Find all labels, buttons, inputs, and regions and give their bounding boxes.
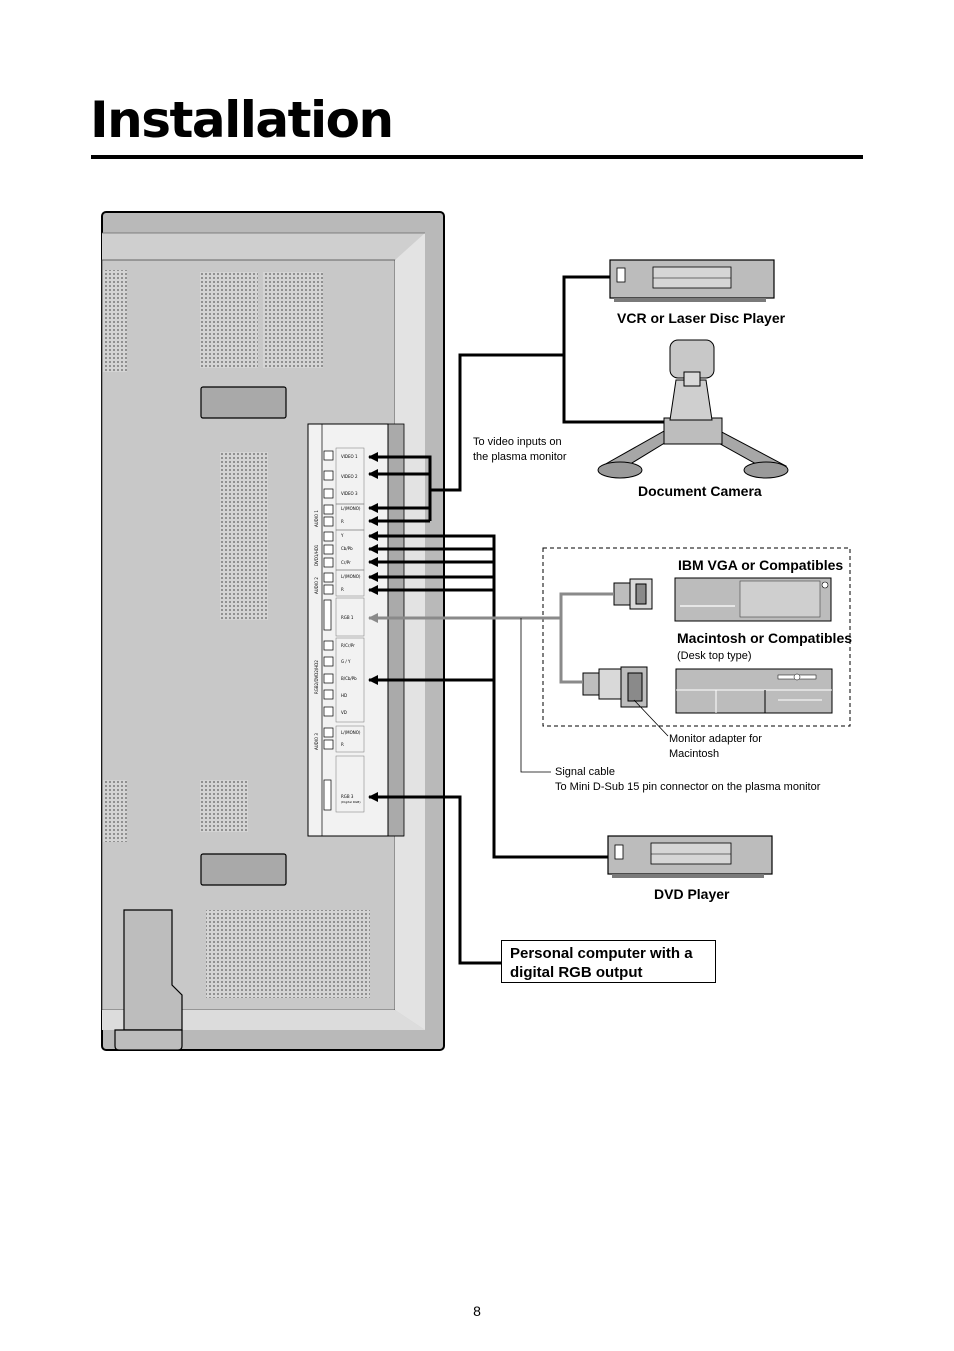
port-video3: VIDEO 3	[341, 491, 358, 496]
mac-sub-label: (Desk top type)	[677, 650, 752, 662]
port-audio2-r: R	[341, 587, 344, 592]
signal-line1: Signal cable	[555, 766, 615, 778]
digital-rgb-pc-label: Personal computer with a digital RGB out…	[501, 940, 716, 983]
group-rgb2: RGB2/DVD2/HD2	[314, 660, 319, 694]
port-video1: VIDEO 1	[341, 454, 358, 459]
port-audio1-l: L/(MONO)	[341, 506, 361, 511]
cables	[368, 275, 669, 965]
ibm-pc-device	[674, 577, 832, 622]
video-inputs-line2: the plasma monitor	[473, 451, 567, 463]
dvd-device	[607, 835, 773, 878]
port-audio2-l: L/(MONO)	[341, 574, 361, 579]
port-rgb3: RGB 3	[341, 794, 354, 799]
signal-cable-note: Signal cable To Mini D-Sub 15 pin connec…	[555, 765, 820, 795]
group-dvd1: DVD1/HD1	[314, 544, 319, 566]
port-audio3-r: R	[341, 742, 344, 747]
group-audio1: AUDIO 1	[314, 510, 319, 527]
video-inputs-line1: To video inputs on	[473, 436, 562, 448]
adapter-line2: Macintosh	[669, 748, 720, 760]
computer-group	[542, 547, 851, 727]
port-audio1-r: R	[341, 519, 344, 524]
mac-label: Macintosh or Compatibles	[677, 630, 853, 646]
page-title: Installation	[90, 91, 394, 149]
port-cr: Cr/Pr	[341, 560, 351, 565]
port-rgb3-sub: (Digital RGB)	[341, 800, 361, 804]
pc-label-line1: Personal computer with a	[510, 945, 693, 962]
vcr-label: VCR or Laser Disc Player	[617, 310, 786, 326]
port-bcbpb: B/Cb/Pb	[341, 676, 357, 681]
dvd-label: DVD Player	[654, 886, 730, 902]
port-rcrpr: R/Cr/Pr	[341, 643, 355, 648]
port-y: Y	[340, 533, 344, 538]
group-audio2: AUDIO 2	[314, 577, 319, 594]
pc-label-line2: digital RGB output	[510, 964, 643, 981]
vga-connector	[613, 578, 653, 610]
mac-device	[675, 668, 833, 714]
page-number: 8	[473, 1303, 481, 1319]
ibm-label: IBM VGA or Compatibles	[678, 557, 844, 573]
group-audio3: AUDIO 3	[314, 733, 319, 750]
port-rgb1: RGB 1	[341, 615, 354, 620]
video-inputs-note: To video inputs on the plasma monitor	[473, 435, 567, 465]
port-vd: VD	[341, 710, 347, 715]
vcr-device	[609, 259, 775, 302]
port-hd: HD	[341, 693, 347, 698]
signal-line2: To Mini D-Sub 15 pin connector on the pl…	[555, 781, 821, 793]
port-video2: VIDEO 2	[341, 474, 358, 479]
terminal-panel: VIDEO 1 VIDEO 2 VIDEO 3 L/(MONO) R Y Cb/…	[307, 423, 405, 837]
adapter-line1: Monitor adapter for	[669, 733, 762, 745]
title-rule	[91, 155, 863, 159]
port-gy: G / Y	[341, 659, 351, 664]
port-audio3-l: L/(MONO)	[341, 730, 361, 735]
adapter-note: Monitor adapter for Macintosh	[669, 732, 762, 762]
port-cb: Cb/Pb	[341, 546, 353, 551]
camera-label: Document Camera	[638, 483, 762, 499]
document-camera	[597, 339, 789, 479]
mac-adapter	[582, 666, 648, 708]
